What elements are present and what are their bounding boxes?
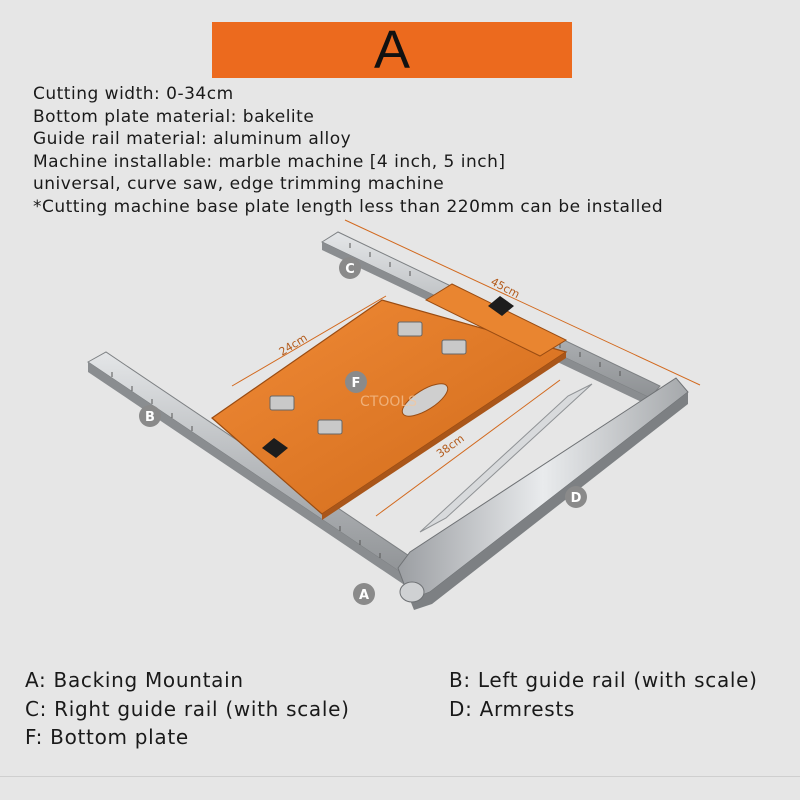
svg-text:C: C xyxy=(345,262,355,277)
spec-line: Machine installable: marble machine [4 i… xyxy=(33,151,506,172)
armrest xyxy=(397,377,689,610)
svg-text:F: F xyxy=(352,376,361,391)
watermark: CTOOLS xyxy=(360,394,417,410)
legend-item-f: F: Bottom plate xyxy=(25,725,189,749)
spec-line: Guide rail material: aluminum alloy xyxy=(33,129,352,150)
marker-c: C xyxy=(339,257,361,279)
svg-text:B: B xyxy=(145,410,155,425)
legend-item-d: D: Armrests xyxy=(449,696,576,721)
svg-text:D: D xyxy=(571,491,582,506)
svg-text:A: A xyxy=(359,588,369,603)
marker-b: B xyxy=(139,405,161,427)
legend: A: Backing Mountain B: Left guide rail (… xyxy=(25,668,785,754)
bottom-plate: CTOOLS xyxy=(211,283,568,520)
legend-item-b: B: Left guide rail (with scale) xyxy=(449,668,758,692)
spec-line: universal, curve saw, edge trimming mach… xyxy=(33,174,445,195)
knob-icon xyxy=(262,296,514,458)
legend-item-c: C: Right guide rail (with scale) xyxy=(25,696,350,721)
spec-line: Bottom plate material: bakelite xyxy=(33,106,315,127)
marker-f: F xyxy=(345,371,367,393)
dimension-45cm xyxy=(344,219,701,386)
marker-a: A xyxy=(353,583,375,605)
spec-line: Cutting width: 0-34cm xyxy=(33,84,234,104)
bottom-divider xyxy=(0,776,800,777)
rail-scale-ticks-left xyxy=(111,372,381,558)
legend-row: F: Bottom plate xyxy=(25,725,785,754)
legend-row: A: Backing Mountain B: Left guide rail (… xyxy=(25,668,785,697)
banner-letter: A xyxy=(373,20,411,80)
spec-line: *Cutting machine base plate length less … xyxy=(33,196,664,217)
marker-d: D xyxy=(565,486,587,508)
dimension-24cm xyxy=(231,295,387,387)
legend-item-a: A: Backing Mountain xyxy=(25,668,244,692)
plate-clamp xyxy=(269,321,467,435)
spec-list: Cutting width: 0-34cm Bottom plate mater… xyxy=(33,83,773,219)
title-banner: A xyxy=(212,22,572,78)
dimension-38cm xyxy=(375,379,561,517)
dimension-label-45cm: 45cm xyxy=(489,275,522,301)
legend-row: C: Right guide rail (with scale) D: Armr… xyxy=(25,697,785,726)
